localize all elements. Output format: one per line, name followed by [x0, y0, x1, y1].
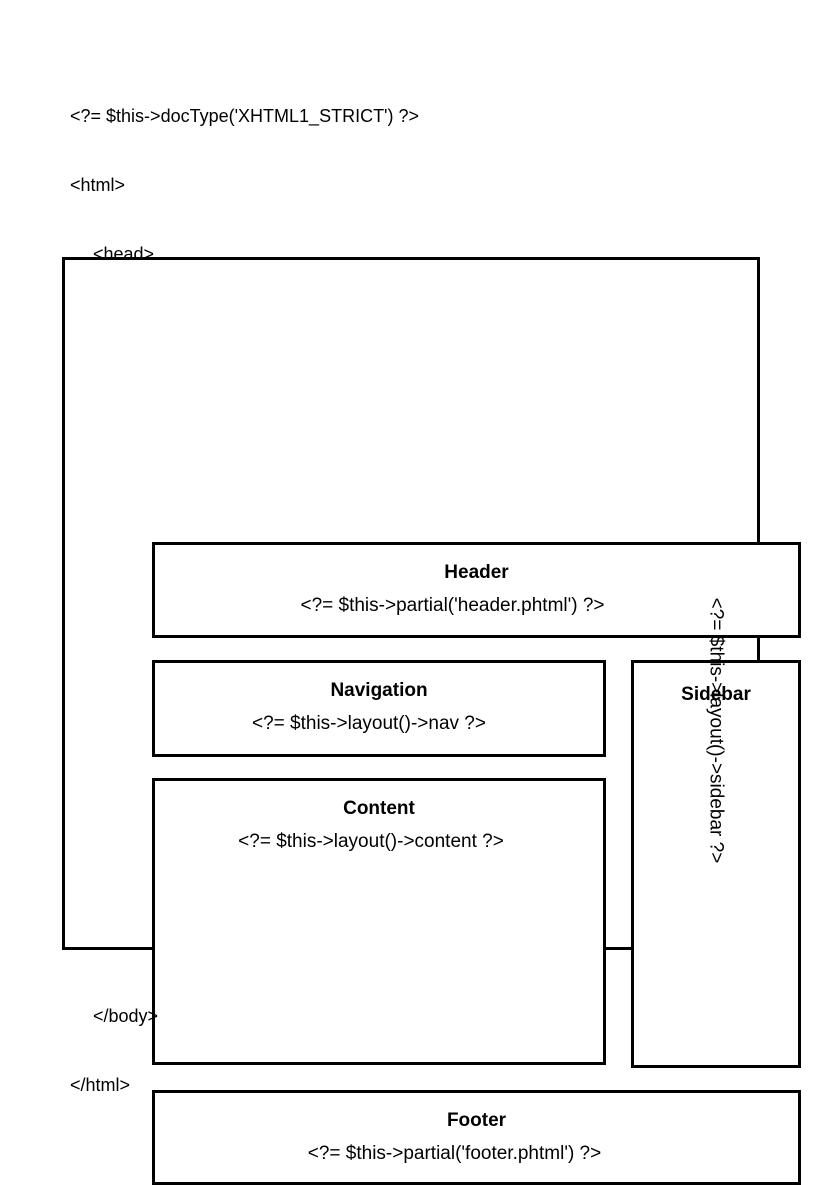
code-line-doctype: <?= $this->docType('XHTML1_STRICT') ?>	[70, 106, 420, 126]
footer-region-code: <?= $this->partial('footer.phtml') ?>	[307, 1143, 602, 1164]
footer-region-box: Footer <?= $this->partial('footer.phtml'…	[152, 1090, 801, 1185]
layout-outer-container: Header <?= $this->partial('header.phtml'…	[62, 257, 801, 1185]
content-region-code: <?= $this->layout()->content ?>	[238, 831, 504, 852]
navigation-region-title: Navigation	[330, 680, 428, 701]
code-line-html-close: </html>	[70, 1075, 131, 1095]
sidebar-region-code: <?= $this->layout()->sidebar ?>	[705, 597, 727, 864]
code-line-html-open: <html>	[70, 175, 126, 195]
content-region-box: Content <?= $this->layout()->content ?>	[152, 778, 606, 1065]
footer-region-title: Footer	[446, 1110, 507, 1131]
zend-layout-diagram-page: { "code_top": { "lines": [ { "indent": 0…	[62, 106, 801, 1185]
header-region-code: <?= $this->partial('header.phtml') ?>	[300, 595, 605, 616]
navigation-region-code: <?= $this->layout()->nav ?>	[252, 713, 486, 734]
sidebar-region-code-wrap: <?= $this->layout()->sidebar ?>	[634, 598, 798, 1061]
header-region-title: Header	[444, 562, 509, 583]
navigation-region-box: Navigation <?= $this->layout()->nav ?>	[152, 660, 606, 757]
header-region-box: Header <?= $this->partial('header.phtml'…	[152, 542, 801, 638]
code-listing-bottom: </body> </html>	[70, 959, 158, 1120]
sidebar-region-box: Sidebar <?= $this->layout()->sidebar ?>	[631, 598, 801, 1068]
sidebar-region-title: Sidebar	[681, 684, 751, 705]
content-region-title: Content	[343, 798, 415, 819]
code-line-body-close: </body>	[93, 1006, 159, 1026]
